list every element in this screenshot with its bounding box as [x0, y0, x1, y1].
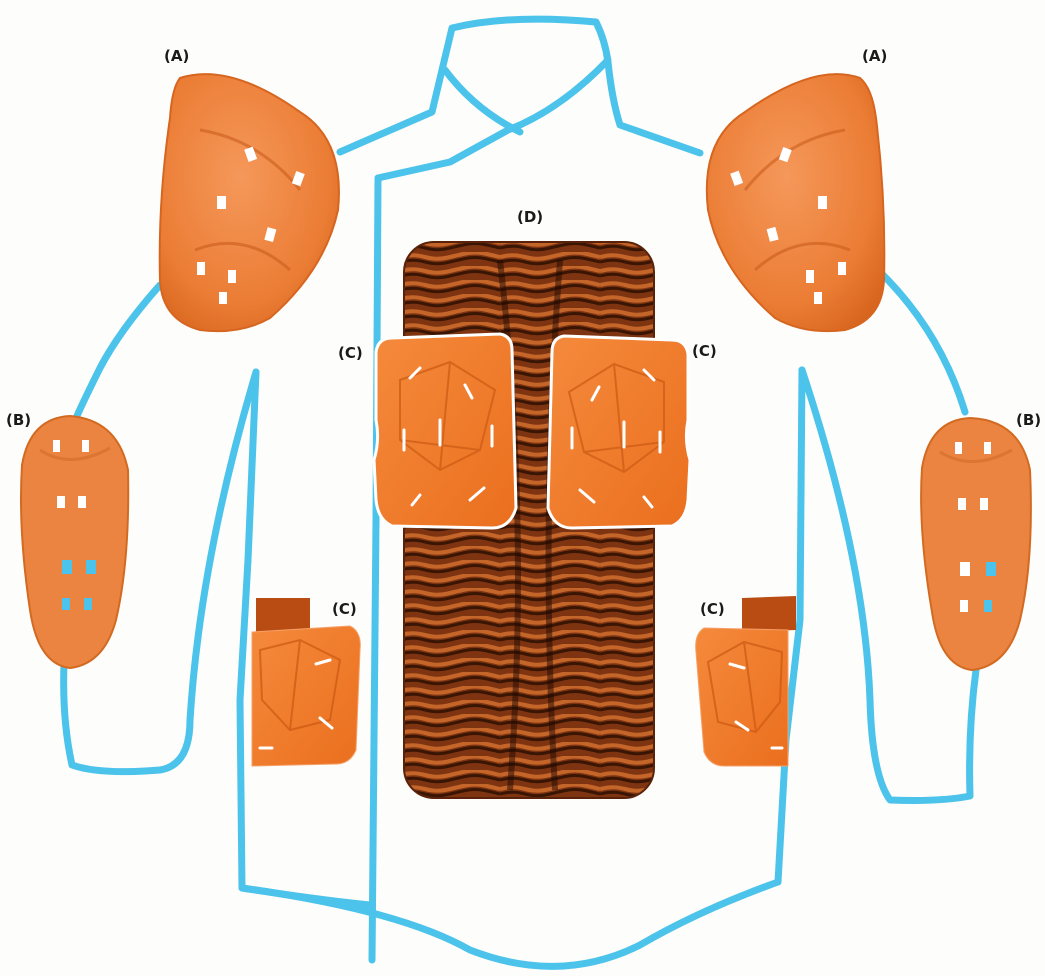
label-a-left: (A)	[164, 49, 189, 64]
chest-pad-upper-left	[374, 334, 516, 528]
label-a-right: (A)	[862, 49, 887, 64]
collar-inner-line	[445, 70, 520, 132]
chest-pad-lower-left	[252, 598, 360, 766]
shoulder-pad-right	[707, 74, 885, 331]
chest-pad-upper-right	[548, 336, 690, 528]
left-placket-outline	[372, 178, 378, 960]
shoulder-pad-left	[160, 74, 339, 331]
hem-outline	[242, 882, 778, 966]
chest-pad-lower-right	[696, 596, 796, 766]
label-c-upper-right: (C)	[692, 344, 717, 359]
label-c-lower-left: (C)	[332, 602, 357, 617]
elbow-pad-left	[21, 416, 128, 668]
label-d: (D)	[517, 210, 543, 225]
label-c-upper-left: (C)	[338, 346, 363, 361]
label-b-right: (B)	[1016, 413, 1041, 428]
label-b-left: (B)	[6, 413, 31, 428]
label-c-lower-right: (C)	[700, 602, 725, 617]
elbow-pad-right	[921, 418, 1031, 670]
